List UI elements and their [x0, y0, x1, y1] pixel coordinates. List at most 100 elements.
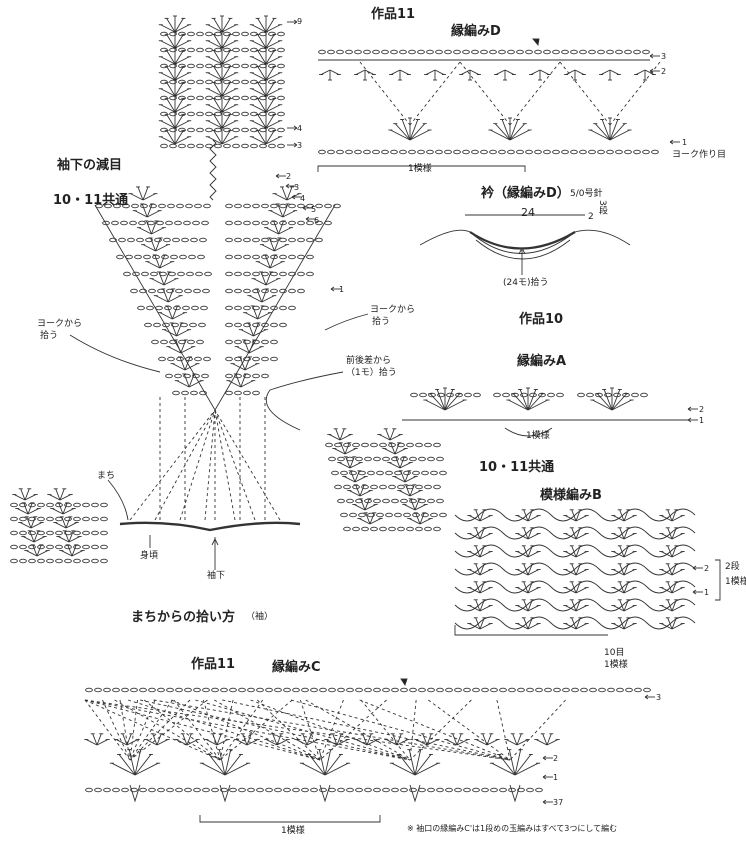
edge-c-dashed — [509, 699, 566, 761]
sleeve-right-fan — [327, 428, 353, 441]
row-arrow — [293, 125, 298, 131]
sleeve-left-fan — [59, 544, 85, 557]
row-arrow — [649, 53, 654, 59]
edge-c-dashed — [409, 699, 417, 761]
pattern-b-fan — [515, 581, 541, 594]
pattern-b-fan — [515, 617, 541, 630]
collar-title: 衿（縁編みD） — [481, 186, 570, 201]
stitch-fan-top-left — [158, 63, 192, 81]
decrease-chain-left — [137, 305, 208, 311]
front-back-diff-2: （1モ）拾う — [346, 368, 397, 378]
edge-d-v — [529, 69, 551, 81]
collar-pickup-arrowhead — [518, 246, 526, 255]
pattern-b-fan — [467, 509, 493, 522]
strip-stem — [209, 139, 217, 201]
row-arrow — [293, 142, 298, 148]
row-arrow — [302, 205, 307, 211]
gusset-pickup-sleeve: （袖） — [246, 612, 274, 622]
decrease-chain-left — [172, 390, 207, 396]
row-num-dec-3: 3 — [294, 183, 300, 192]
sleeve-left-fan — [24, 544, 50, 557]
decrease-fan-left — [141, 237, 171, 252]
stitch-fan-top-right — [249, 63, 283, 81]
edge-d-dashed — [459, 61, 511, 126]
edge-a-repeat-curve — [504, 427, 553, 437]
row-num-dec-4: 4 — [300, 194, 306, 203]
edge-c-puff-fan — [389, 749, 441, 776]
edge-c-puff-fan — [299, 749, 351, 776]
edge-c-shell-top — [474, 733, 500, 746]
pickup-dashed-line — [214, 409, 236, 521]
pattern-b-wave-row — [454, 562, 696, 576]
pickup-dashed-line — [214, 409, 256, 521]
pattern-b-fan — [659, 527, 685, 540]
sleeve-left-fan — [50, 502, 76, 515]
sleeve-right-fan — [392, 470, 418, 483]
edge-d-v — [599, 69, 621, 81]
edge-c-dashed — [173, 699, 221, 761]
edge-c-shell-top — [384, 733, 410, 746]
edge-c-shell-top — [264, 733, 290, 746]
pattern-b-title: 模様編みB — [540, 488, 602, 503]
edge-a-shell — [590, 387, 634, 411]
collar-outline-outer — [419, 229, 631, 254]
row-num-dec-5: 5 — [311, 205, 317, 214]
pattern-b-wave-row — [454, 580, 696, 594]
pattern-b-fan — [563, 563, 589, 576]
work11-title-bottom: 作品11 — [191, 657, 236, 672]
yoke-pickup-right-1: ヨークから — [370, 305, 416, 315]
collar-outline-bold — [469, 231, 576, 250]
pattern-b-fan — [659, 545, 685, 558]
pattern-b-wave-row — [454, 544, 696, 558]
edge-d-v — [634, 69, 656, 81]
edge-c-dashed — [256, 699, 321, 761]
sleeve-left-fan — [18, 516, 44, 529]
decrease-chain-right — [225, 237, 323, 243]
edge-c-dashed — [127, 699, 321, 761]
pattern-b-fan — [659, 599, 685, 612]
edge-c-dashed — [222, 699, 511, 761]
sleeve-right-fan — [382, 442, 408, 455]
decrease-chain-right — [225, 203, 341, 209]
edge-c-dashed — [143, 699, 221, 761]
decrease-fan-right — [251, 271, 281, 286]
stitch-fan-top-left — [158, 127, 192, 145]
edge-d-v — [494, 69, 516, 81]
sleeve-right-fan — [377, 428, 403, 441]
edge-a-chain — [493, 392, 564, 398]
pattern-b-fan — [467, 599, 493, 612]
row-num-c-37: 37 — [553, 798, 564, 807]
decrease-chain-right — [225, 322, 287, 328]
row-arrow — [687, 406, 692, 412]
stitch-fan-top-left — [158, 95, 192, 113]
decrease-fan-left — [157, 305, 187, 320]
row-arrow — [687, 417, 692, 423]
gusset-pickup-title: まちからの拾い方 — [131, 610, 236, 625]
edge-d-repeat-bracket — [317, 165, 526, 172]
leader-yoke-right — [324, 313, 369, 331]
decrease-chain-left — [130, 288, 210, 294]
pickup-dashed-line — [179, 409, 216, 521]
pattern-b-fan — [563, 527, 589, 540]
pattern-b-fan — [659, 509, 685, 522]
edge-d-title: 縁編みD — [451, 24, 501, 39]
stitch-fan-top-right — [249, 127, 283, 145]
yoke-pickup-right-2: 拾う — [372, 317, 391, 327]
decrease-fan-left — [170, 356, 200, 371]
b-repeat-stitches-2: 1模様 — [604, 660, 628, 670]
collar-outline-inner — [475, 239, 571, 260]
edge-c-dashed — [359, 699, 511, 761]
pattern-b-fan — [659, 563, 685, 576]
decrease-fan-left — [153, 288, 183, 303]
edge-d-v — [319, 69, 341, 81]
edge-d-v — [564, 69, 586, 81]
stitch-fan-top-right — [249, 15, 283, 33]
decrease-chain-right — [225, 305, 296, 311]
sleeve-left-fan — [21, 530, 47, 543]
stitch-fan-top-mid — [205, 31, 239, 49]
edge-c-shell-top — [174, 733, 200, 746]
edge-d-v — [459, 69, 481, 81]
collar-rows-num: 2 — [588, 212, 594, 222]
row-arrow — [305, 216, 310, 222]
